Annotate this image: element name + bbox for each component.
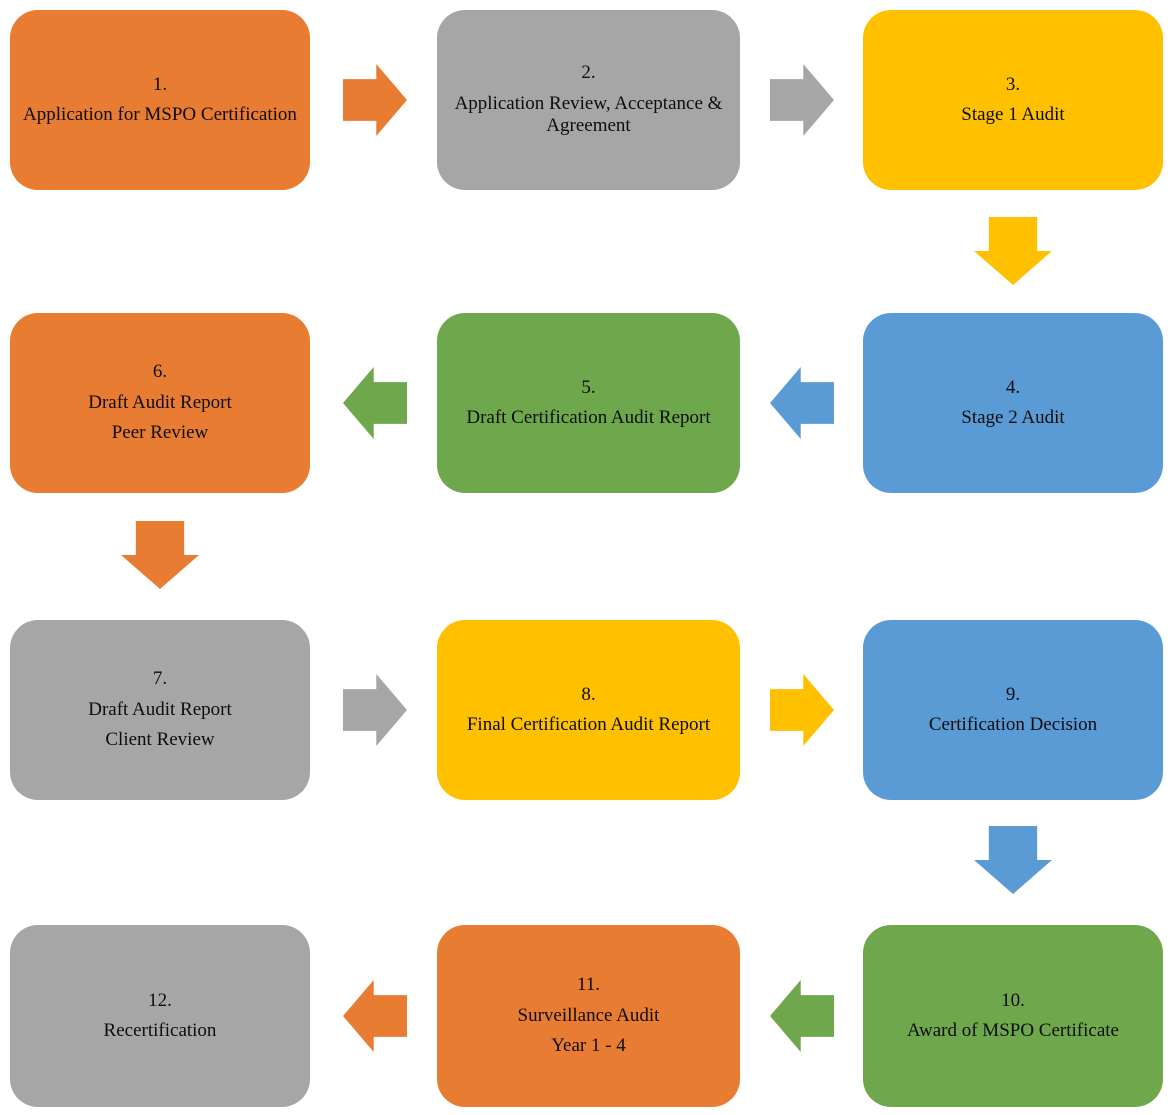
step-8-number: 8. [581, 683, 596, 705]
step-8-label: Final Certification Audit Report [466, 714, 711, 735]
step-3-label: Stage 1 Audit [961, 104, 1065, 125]
step-1-number: 1. [152, 73, 168, 95]
arrow-6-to-7-down-icon [121, 521, 199, 589]
step-9-label: Certification Decision [928, 714, 1098, 735]
step-7-number: 7. [152, 668, 168, 690]
arrow-8-to-9-right-icon [770, 674, 834, 746]
flow-step-8-final-cert-audit-report: 8. Final Certification Audit Report [437, 620, 740, 800]
arrow-2-to-3-right-icon [770, 64, 834, 136]
flow-step-9-certification-decision: 9. Certification Decision [863, 620, 1163, 800]
step-5-label: Draft Certification Audit Report [466, 407, 711, 428]
flow-step-12-recertification: 12. Recertification [10, 925, 310, 1107]
step-9-number: 9. [1005, 683, 1021, 705]
step-12-number: 12. [148, 989, 172, 1011]
step-4-label: Stage 2 Audit [961, 407, 1065, 428]
step-4-number: 4. [1005, 376, 1021, 398]
step-10-label: Award of MSPO Certificate [907, 1020, 1119, 1041]
step-6-label-2: Peer Review [111, 422, 209, 444]
flow-step-1-application: 1. Application for MSPO Certification [10, 10, 310, 190]
flow-step-10-award-certificate: 10. Award of MSPO Certificate [863, 925, 1163, 1107]
step-6-number: 6. [152, 361, 168, 383]
arrow-1-to-2-right-icon [343, 64, 407, 136]
flow-step-2-application-review: 2. Application Review, Acceptance & Agre… [437, 10, 740, 190]
flow-step-11-surveillance-audit: 11. Surveillance Audit Year 1 - 4 [437, 925, 740, 1107]
flow-step-5-draft-cert-audit-report: 5. Draft Certification Audit Report [437, 313, 740, 493]
flow-step-4-stage-2-audit: 4. Stage 2 Audit [863, 313, 1163, 493]
step-11-label-2: Year 1 - 4 [551, 1035, 626, 1057]
step-1-label: Application for MSPO Certification [23, 104, 297, 125]
arrow-10-to-11-left-icon [770, 980, 834, 1052]
arrow-4-to-5-left-icon [770, 367, 834, 439]
step-7-label-2: Client Review [105, 729, 215, 751]
arrow-3-to-4-down-icon [974, 217, 1052, 285]
step-2-number: 2. [581, 62, 596, 84]
step-12-label: Recertification [103, 1020, 217, 1041]
flow-step-3-stage-1-audit: 3. Stage 1 Audit [863, 10, 1163, 190]
arrow-7-to-8-right-icon [343, 674, 407, 746]
step-11-number: 11. [576, 974, 601, 996]
step-5-number: 5. [581, 376, 596, 398]
step-2-label: Application Review, Acceptance & Agreeme… [454, 92, 723, 137]
step-6-label-1: Draft Audit Report [88, 391, 232, 413]
flow-step-6-peer-review: 6. Draft Audit Report Peer Review [10, 313, 310, 493]
arrow-9-to-10-down-icon [974, 826, 1052, 894]
step-11-label-1: Surveillance Audit [517, 1004, 660, 1026]
step-10-number: 10. [1001, 989, 1025, 1011]
arrow-11-to-12-left-icon [343, 980, 407, 1052]
flow-step-7-client-review: 7. Draft Audit Report Client Review [10, 620, 310, 800]
step-7-label-1: Draft Audit Report [88, 698, 232, 720]
arrow-5-to-6-left-icon [343, 367, 407, 439]
step-3-number: 3. [1005, 73, 1021, 95]
